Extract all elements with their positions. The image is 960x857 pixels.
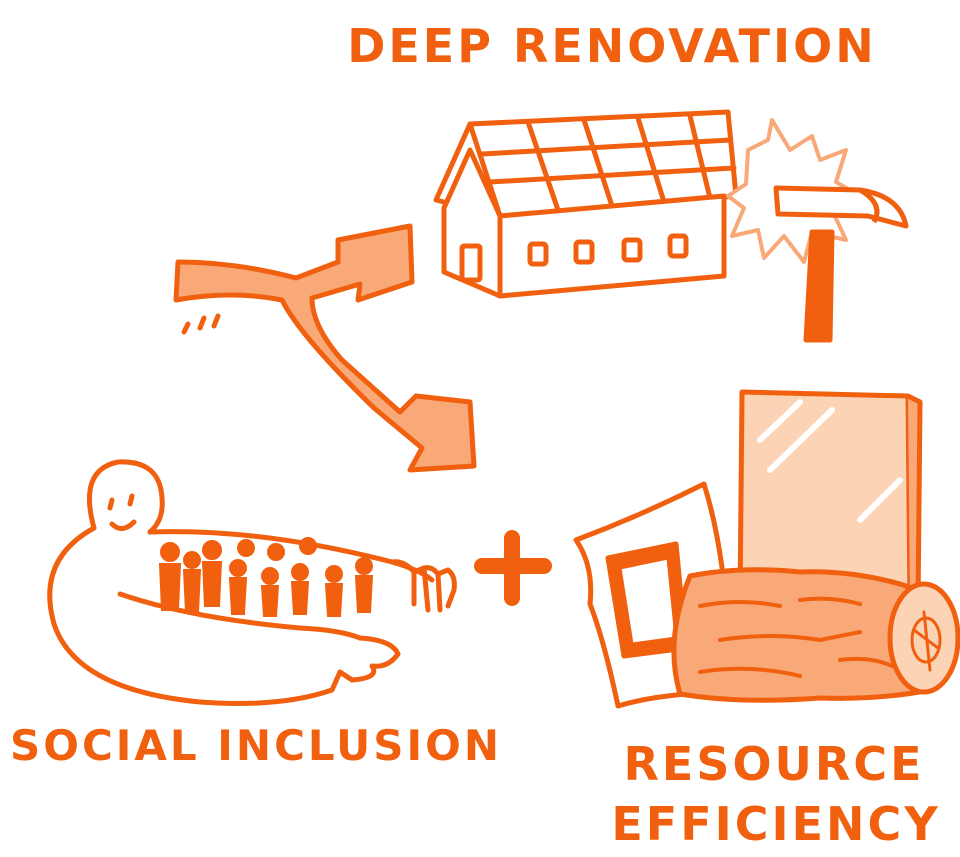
log-icon [671,567,960,703]
efficiency-label: EFFICIENCY [611,797,940,851]
people-group-icon [158,537,374,617]
deep-renovation-label: DEEP RENOVATION [347,19,877,73]
hammer-icon [773,185,909,343]
house-icon [433,109,739,299]
resource-label: RESOURCE [623,737,924,791]
social-inclusion-label: SOCIAL INCLUSION [10,721,502,770]
split-arrow-icon [173,223,477,473]
mirror-icon [737,389,923,609]
plus-icon [474,530,552,606]
hug-icon [47,459,457,706]
